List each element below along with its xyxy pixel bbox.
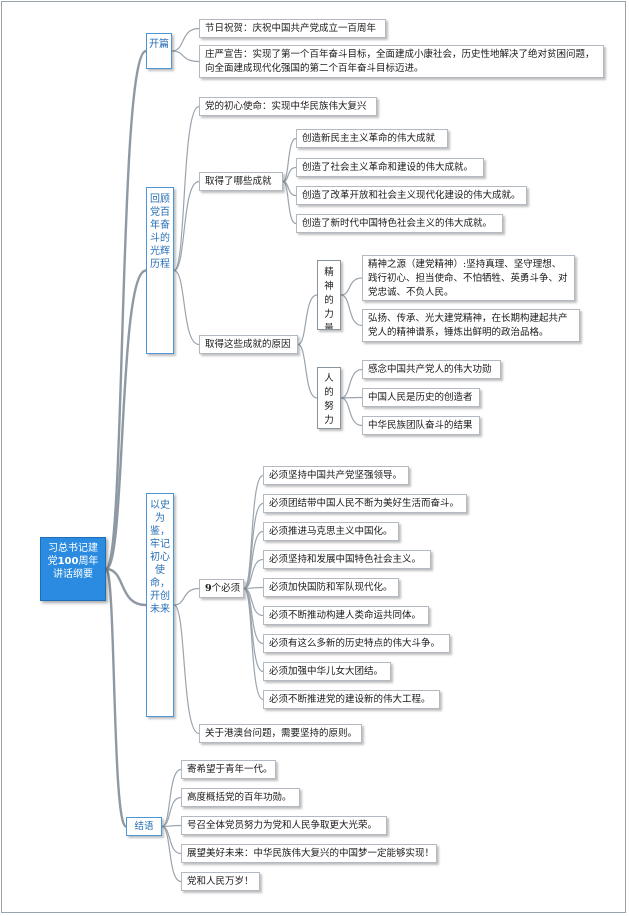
must-item[interactable]: 必须坚持中国共产党坚强领导。 <box>263 466 409 485</box>
spirit-inheritance[interactable]: 弘扬、传承、光大建党精神，在长期构建起共产党人的精神谱系，锤炼出鲜明的政治品格。 <box>362 309 580 342</box>
achievement-item[interactable]: 创造了新时代中国特色社会主义的伟大成就。 <box>296 214 503 233</box>
human-effort-topic[interactable]: 人的努力 <box>317 367 341 429</box>
root-label-num: 100 <box>57 556 79 567</box>
opening-declaration[interactable]: 庄严宣告：实现了第一个百年奋斗目标，全面建成小康社会，历史性地解决了绝对贫困问题… <box>199 45 604 78</box>
connector <box>297 343 318 399</box>
effort-item[interactable]: 感念中国共产党人的伟大功勋 <box>362 360 501 379</box>
party-mission[interactable]: 党的初心使命：实现中华民族伟大复兴 <box>199 97 377 116</box>
section-review[interactable]: 回顾党百年奋斗的光辉历程 <box>146 187 174 354</box>
connector <box>104 49 148 571</box>
connector <box>173 604 200 735</box>
section-opening[interactable]: 开篇 <box>146 33 172 69</box>
connector <box>340 294 363 327</box>
root-topic[interactable]: 习总书记建党100周年讲话纲要 <box>40 537 106 601</box>
connector <box>173 105 200 272</box>
section-lessons[interactable]: 以史为鉴，牢记初心使命，开创未来 <box>146 493 174 717</box>
connector <box>105 567 147 607</box>
conclusion-item[interactable]: 号召全体党员努力为党和人民争取更大光荣。 <box>181 816 387 835</box>
connector <box>340 396 363 399</box>
conclusion-item[interactable]: 党和人民万岁！ <box>181 872 260 891</box>
must-item[interactable]: 必须不断推动构建人类命运共同体。 <box>263 606 429 625</box>
conclusion-item[interactable]: 寄希望于青年一代。 <box>181 760 276 779</box>
connector <box>243 587 264 701</box>
connector <box>161 768 182 828</box>
must-item[interactable]: 必须加强中华儿女大团结。 <box>263 662 391 681</box>
connector <box>243 558 264 590</box>
connector <box>243 530 264 590</box>
connector <box>173 587 200 606</box>
hk-macao-taiwan[interactable]: 关于港澳台问题，需要坚持的原则。 <box>199 724 362 743</box>
connector <box>282 180 297 225</box>
achievement-item[interactable]: 创造了社会主义革命和建设的伟大成就。 <box>296 158 484 177</box>
connector <box>161 825 182 855</box>
opening-congratulation[interactable]: 节日祝贺：庆祝中国共产党成立一百周年 <box>199 19 386 38</box>
must-item[interactable]: 必须有这么多新的历史特点的伟大斗争。 <box>263 634 450 653</box>
connector <box>282 137 297 183</box>
connector <box>340 397 363 427</box>
connector <box>104 269 147 571</box>
section-conclusion[interactable]: 结语 <box>126 817 162 836</box>
connector <box>173 269 200 346</box>
connector <box>173 180 200 272</box>
connector <box>171 50 200 63</box>
connector <box>282 166 297 183</box>
connector <box>340 277 363 296</box>
connector <box>243 587 264 645</box>
effort-item[interactable]: 中华民族团队奋斗的结果 <box>362 416 480 435</box>
connector <box>340 368 363 399</box>
spirit-power-topic[interactable]: 精神的力量 <box>317 260 341 330</box>
achievement-item[interactable]: 创造新民主主义革命的伟大成就 <box>296 129 448 148</box>
spirit-source[interactable]: 精神之源（建党精神）:坚持真理、坚守理想、践行初心、担当使命、不怕牺牲、英勇斗争… <box>362 255 575 301</box>
nine-musts-topic[interactable]: 9个必须 <box>199 579 244 598</box>
achievements-topic[interactable]: 取得了哪些成就 <box>199 172 283 191</box>
root-label-b: 周年讲话纲要 <box>53 556 99 580</box>
connector <box>297 294 318 346</box>
must-item[interactable]: 必须加快国防和军队现代化。 <box>263 578 399 597</box>
achievement-item[interactable]: 创造了改革开放和社会主义现代化建设的伟大成就。 <box>296 186 527 205</box>
root-label-a: 习总书记建党 <box>47 543 98 567</box>
must-item[interactable]: 必须团结带中国人民不断为美好生活而奋斗。 <box>263 494 467 513</box>
nine-musts-num: 9 <box>205 583 212 594</box>
reasons-topic[interactable]: 取得这些成就的原因 <box>199 335 298 354</box>
must-item[interactable]: 必须不断推进党的建设新的伟大工程。 <box>263 690 440 709</box>
effort-item[interactable]: 中国人民是历史的创造者 <box>362 388 480 407</box>
conclusion-item[interactable]: 展望美好未来：中华民族伟大复兴的中国梦一定能够实现！ <box>181 844 437 863</box>
connector <box>104 567 128 828</box>
must-item[interactable]: 必须坚持和发展中国特色社会主义。 <box>263 550 431 569</box>
connector <box>161 825 182 883</box>
must-item[interactable]: 必须推进马克思主义中国化。 <box>263 522 399 541</box>
conclusion-item[interactable]: 高度概括党的百年功勋。 <box>181 788 300 807</box>
connector <box>161 796 182 828</box>
connector <box>171 27 200 52</box>
nine-musts-text: 个必须 <box>211 583 241 594</box>
